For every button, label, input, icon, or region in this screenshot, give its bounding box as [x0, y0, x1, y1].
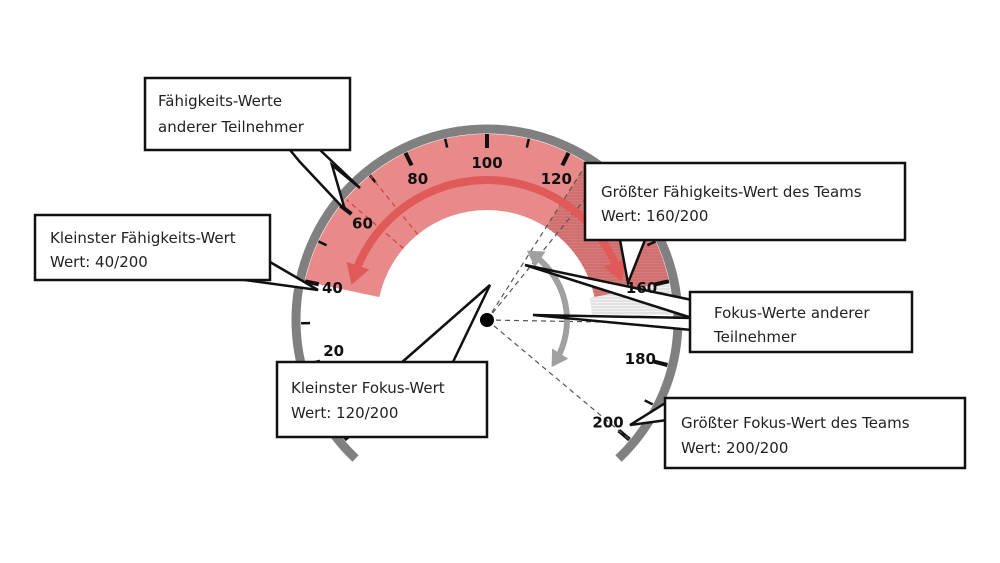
- callout-text: Wert: 40/200: [50, 253, 148, 271]
- tick-mark: [646, 240, 657, 247]
- callout-text: anderer Teilnehmer: [158, 118, 305, 136]
- focus-arrow-head-top: [526, 250, 546, 268]
- dashed-guide: [370, 175, 419, 235]
- callout-text: Kleinster Fähigkeits-Wert: [50, 229, 236, 247]
- callout-text: Fokus-Werte anderer: [714, 304, 870, 322]
- tick-label: 60: [352, 215, 373, 233]
- callout-skill-others: Fähigkeits-Werte anderer Teilnehmer: [143, 76, 361, 211]
- callout-skill-max: Größter Fähigkeits-Wert des Teams Wert: …: [583, 161, 907, 288]
- tick-mark: [654, 279, 670, 287]
- callout-text: Fähigkeits-Werte: [158, 92, 282, 110]
- dashed-guide: [486, 163, 587, 321]
- callout-focus-min: Kleinster Fokus-Wert Wert: 120/200: [275, 284, 492, 439]
- callout-text: Größter Fokus-Wert des Teams: [681, 414, 910, 432]
- callout-focus-others: Fokus-Werte anderer Teilnehmer: [524, 263, 914, 354]
- tick-mark: [403, 151, 414, 167]
- callout-text: Größter Fähigkeits-Wert des Teams: [601, 183, 862, 201]
- gauge-ring: [291, 124, 683, 462]
- tick-mark: [443, 138, 449, 148]
- tick-mark: [560, 151, 571, 167]
- tick-label: 160: [626, 279, 657, 297]
- skill-arrow-head-left: [346, 261, 370, 285]
- callout-focus-max: Größter Fokus-Wert des Teams Wert: 200/2…: [629, 396, 967, 470]
- skill-arrow-head-right: [603, 258, 627, 282]
- callout-text: Wert: 120/200: [291, 404, 398, 422]
- tick-label: 120: [541, 170, 572, 188]
- dashed-guide: [486, 319, 630, 440]
- focus-arrow: [532, 253, 570, 361]
- tick-label: 20: [323, 342, 344, 360]
- gauge-center-dot: [480, 313, 494, 327]
- tick-label: 200: [592, 414, 623, 432]
- callout-text: Wert: 200/200: [681, 439, 788, 457]
- callout-skill-min: Kleinster Fähigkeits-Wert Wert: 40/200: [33, 213, 319, 292]
- focus-arrow-head-bottom: [551, 348, 569, 368]
- tick-labels: 20 40 60 80 100 120 160 180 200: [322, 154, 657, 432]
- callout-text: Wert: 160/200: [601, 207, 708, 225]
- tick-label: 80: [407, 170, 428, 188]
- dashed-guide: [346, 199, 404, 249]
- callout-text: Teilnehmer: [713, 328, 797, 346]
- callout-text: Kleinster Fokus-Wert: [291, 379, 445, 397]
- tick-mark: [525, 138, 531, 148]
- tick-label: 100: [471, 154, 502, 172]
- tick-mark: [653, 359, 668, 367]
- tick-label: 40: [322, 279, 343, 297]
- tick-mark: [644, 399, 654, 406]
- tick-mark: [304, 279, 320, 287]
- tick-label: 180: [625, 350, 656, 368]
- tick-mark: [317, 240, 328, 247]
